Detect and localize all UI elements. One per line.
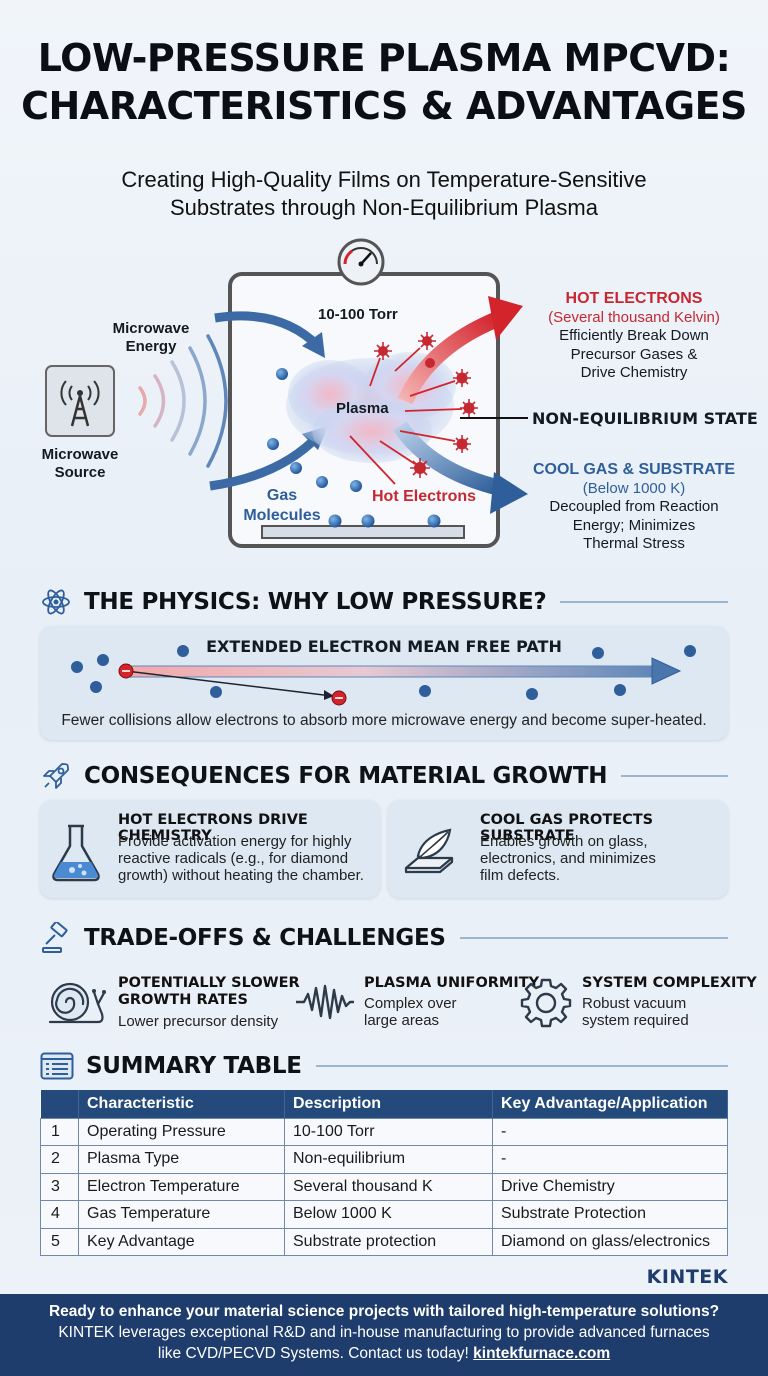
microwave-source-label: Microwave Source xyxy=(41,446,119,481)
tradeoff-uniformity-body: Complex over large areas xyxy=(364,995,457,1029)
physics-heading: THE PHYSICS: WHY LOW PRESSURE? xyxy=(40,582,728,622)
physics-caption: Fewer collisions allow electrons to abso… xyxy=(61,712,707,729)
table-row: 1 Operating Pressure 10-100 Torr - xyxy=(40,1117,728,1146)
page-subtitle: Creating High-Quality Films on Temperatu… xyxy=(121,167,647,220)
page-title: LOW-PRESSURE PLASMA MPCVD: CHARACTERISTI… xyxy=(21,36,747,128)
mean-free-path-diagram xyxy=(71,645,696,706)
microwave-waves xyxy=(138,334,228,468)
microwave-energy-label: Microwave Energy xyxy=(112,320,190,355)
card-cool-gas: COOL GAS PROTECTS SUBSTRATE Enables grow… xyxy=(388,800,728,898)
waveform-icon xyxy=(296,984,354,1020)
cool-gas-callout: COOL GAS & SUBSTRATE (Below 1000 K) Deco… xyxy=(532,461,736,552)
mean-free-path-banner: EXTENDED ELECTRON MEAN FREE PATH xyxy=(206,637,562,656)
footer-banner: Ready to enhance your material science p… xyxy=(0,1294,768,1376)
gear-icon xyxy=(520,978,572,1028)
cool-gas-arrow xyxy=(490,472,528,514)
hot-electrons-label: Hot Electrons xyxy=(372,488,477,505)
rocket-icon xyxy=(43,763,69,789)
mpcvd-diagram xyxy=(45,238,528,548)
pressure-label: 10-100 Torr xyxy=(318,306,398,323)
table-row: 4 Gas Temperature Below 1000 K Substrate… xyxy=(40,1200,728,1229)
tradeoff-complexity-body: Robust vacuum system required xyxy=(582,995,689,1029)
column-header: Key Advantage/Application xyxy=(492,1090,728,1118)
column-header: Characteristic xyxy=(78,1090,285,1118)
card-hot-electrons: HOT ELECTRONS DRIVE CHEMISTRY Provide ac… xyxy=(40,800,380,898)
snail-icon xyxy=(48,982,106,1024)
pressure-gauge-icon xyxy=(337,238,385,286)
atom-icon xyxy=(42,589,70,615)
hot-electrons-arrow xyxy=(488,296,523,340)
table-row: 5 Key Advantage Substrate protection Dia… xyxy=(40,1227,728,1256)
electron-particle-icon xyxy=(118,663,347,706)
column-header xyxy=(40,1090,79,1118)
gas-molecules-label: Gas Molecules xyxy=(243,487,321,524)
microwave-source-icon xyxy=(45,365,115,437)
website-link[interactable]: kintekfurnace.com xyxy=(473,1345,611,1362)
hot-electrons-callout: HOT ELECTRONS (Several thousand Kelvin) … xyxy=(548,290,720,381)
table-row: 2 Plasma Type Non-equilibrium - xyxy=(40,1145,728,1174)
brand-logo: KINTEK xyxy=(646,1266,728,1288)
substrate-holder xyxy=(261,525,465,539)
tradeoff-complexity-title: SYSTEM COMPLEXITY xyxy=(582,975,757,991)
tradeoffs-heading: TRADE-OFFS & CHALLENGES xyxy=(40,918,728,958)
energy-arrow-head xyxy=(302,332,325,358)
plasma-label: Plasma xyxy=(336,400,389,417)
gas-molecule-particles xyxy=(267,368,441,528)
table-header-row: Characteristic Description Key Advantage… xyxy=(40,1090,728,1118)
list-icon xyxy=(40,1052,74,1080)
column-header: Description xyxy=(284,1090,493,1118)
tradeoff-growth-body: Lower precursor density xyxy=(118,1013,279,1030)
flask-icon xyxy=(52,824,100,882)
tradeoff-uniformity-title: PLASMA UNIFORMITY xyxy=(364,975,540,991)
summary-table: Characteristic Description Key Advantage… xyxy=(40,1090,728,1256)
leaf-on-substrate-icon xyxy=(404,828,454,874)
table-row: 3 Electron Temperature Several thousand … xyxy=(40,1172,728,1201)
physics-panel xyxy=(40,626,728,740)
tradeoff-growth-title: POTENTIALLY SLOWER GROWTH RATES xyxy=(118,975,300,1008)
summary-heading: SUMMARY TABLE xyxy=(40,1046,728,1086)
non-equilibrium-label: NON-EQUILIBRIUM STATE xyxy=(532,409,758,428)
gavel-icon xyxy=(42,922,68,953)
consequences-heading: CONSEQUENCES FOR MATERIAL GROWTH xyxy=(40,756,728,796)
